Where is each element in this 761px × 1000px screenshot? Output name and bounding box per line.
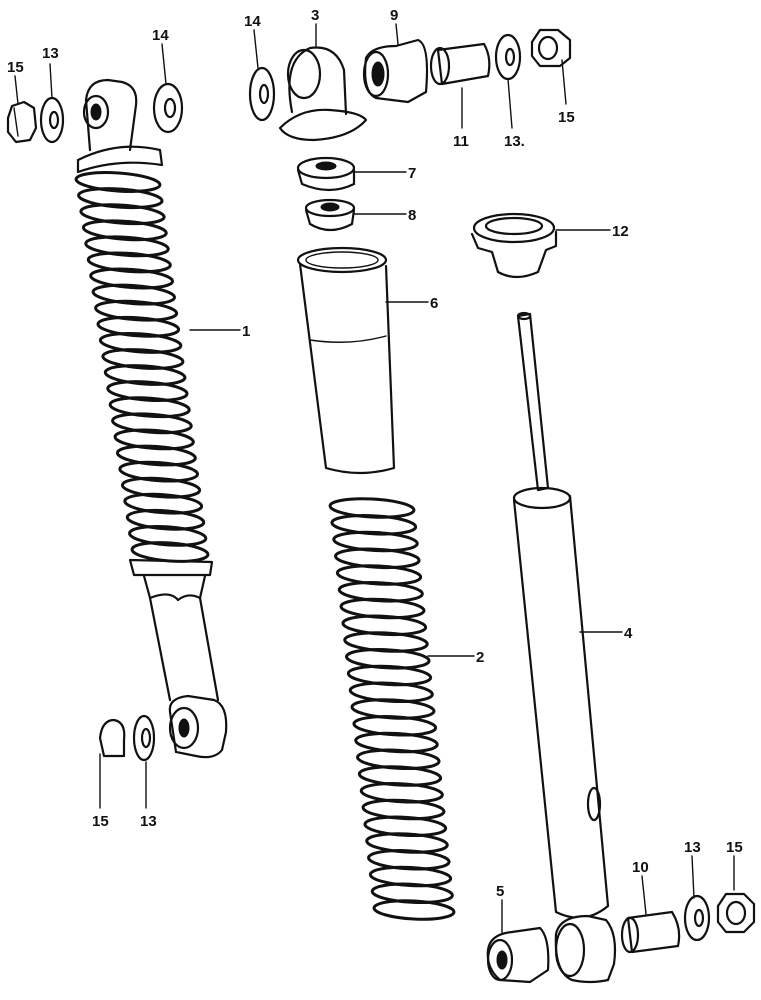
callout-6: 6 xyxy=(430,295,438,312)
callout-7: 7 xyxy=(408,165,416,182)
callout-8: 8 xyxy=(408,207,416,224)
collar-bush-5 xyxy=(486,926,550,984)
rubber-bump-stop-8 xyxy=(304,198,356,232)
shock-absorber-assembly xyxy=(74,78,228,759)
washer-top-left xyxy=(39,96,65,144)
bushing-10 xyxy=(620,910,681,954)
callout-13-top-left: 13 xyxy=(42,45,59,62)
main-coil-spring xyxy=(74,171,210,563)
nut-15-top-right xyxy=(530,28,572,68)
collar-bush-9 xyxy=(362,38,429,104)
callout-15-bottom-right: 15 xyxy=(726,839,743,856)
leader-lines xyxy=(14,23,735,935)
damper-unit-4 xyxy=(512,311,617,984)
callout-9: 9 xyxy=(390,7,398,24)
callout-12: 12 xyxy=(612,223,629,240)
callout-14-top-middle: 14 xyxy=(244,13,261,30)
callout-labels: 15 13 14 14 3 9 11 13. 15 7 8 12 6 1 2 4… xyxy=(7,7,743,900)
coil-spring-2 xyxy=(328,497,456,921)
callout-11: 11 xyxy=(453,133,469,150)
callout-10: 10 xyxy=(632,859,649,876)
rubber-bump-stop-7 xyxy=(296,156,356,192)
bushing-11 xyxy=(429,42,491,86)
upper-mount-eye-3 xyxy=(278,46,368,142)
callout-1: 1 xyxy=(242,323,250,340)
callout-4: 4 xyxy=(624,625,633,642)
callout-13-bottom-right: 13 xyxy=(684,839,701,856)
spring-seat-12 xyxy=(470,212,558,279)
nut-15-bottom-right xyxy=(716,892,756,934)
cap-nut-top-left xyxy=(6,100,38,144)
callout-13-top-right: 13. xyxy=(504,133,525,150)
callout-3: 3 xyxy=(311,7,319,24)
cap-nut-bottom-left xyxy=(98,718,126,758)
washer-14-top xyxy=(248,66,276,122)
washer-13-bottom-right xyxy=(683,894,711,942)
washer-13-top-right xyxy=(494,33,522,81)
callout-15-top-right: 15 xyxy=(558,109,575,126)
callout-13-bottom-left: 13 xyxy=(140,813,157,830)
rubber-bush-top-left xyxy=(152,82,184,134)
dust-cover-6 xyxy=(296,246,396,475)
callout-15-bottom-left: 15 xyxy=(92,813,109,830)
callout-2: 2 xyxy=(476,649,484,666)
washer-bottom-left xyxy=(132,714,156,762)
callout-15-top-left: 15 xyxy=(7,59,24,76)
callout-14-top-left: 14 xyxy=(152,27,169,44)
callout-5: 5 xyxy=(496,883,504,900)
